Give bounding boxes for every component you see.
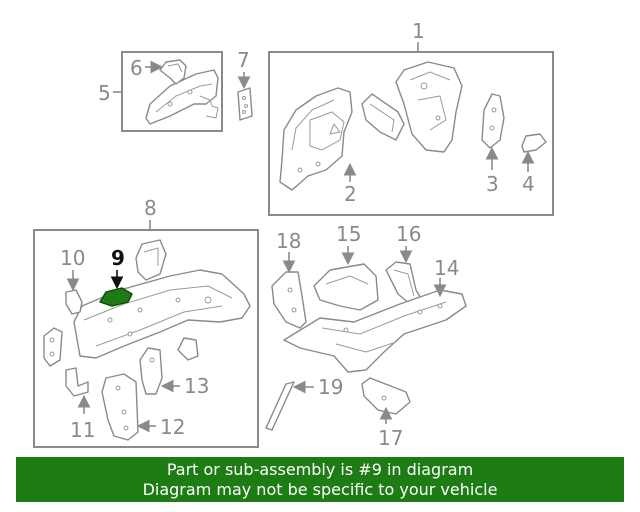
part-5-rail-extension[interactable] bbox=[145, 69, 219, 125]
part-3-reinforcement[interactable] bbox=[481, 93, 505, 149]
part-9-highlighted-bracket[interactable] bbox=[98, 287, 133, 307]
callout-13[interactable]: 13 bbox=[184, 374, 209, 398]
callout-12[interactable]: 12 bbox=[160, 415, 185, 439]
part-15-bracket[interactable] bbox=[313, 263, 379, 311]
callout-9[interactable]: 9 bbox=[111, 246, 125, 270]
part-1-upper-apron[interactable] bbox=[395, 61, 463, 153]
callout-5[interactable]: 5 bbox=[98, 81, 111, 105]
callout-8[interactable]: 8 bbox=[144, 196, 157, 220]
callout-11[interactable]: 11 bbox=[70, 418, 95, 442]
callout-10[interactable]: 10 bbox=[60, 246, 85, 270]
callout-17[interactable]: 17 bbox=[378, 426, 403, 450]
part-19-brace[interactable] bbox=[265, 381, 295, 431]
part-1-center-panel[interactable] bbox=[361, 93, 405, 141]
part-16-bracket[interactable] bbox=[385, 261, 423, 305]
callout-4[interactable]: 4 bbox=[522, 172, 535, 196]
callout-7[interactable]: 7 bbox=[237, 48, 250, 72]
part-13-bracket[interactable] bbox=[139, 347, 163, 395]
part-10-bracket[interactable] bbox=[65, 289, 83, 315]
part-4-bracket[interactable] bbox=[521, 133, 547, 153]
part-8-side-plate[interactable] bbox=[43, 327, 63, 367]
notice-banner: Part or sub-assembly is #9 in diagram Di… bbox=[16, 457, 624, 502]
part-17-bracket[interactable] bbox=[361, 377, 411, 415]
part-7-plate[interactable] bbox=[237, 87, 253, 121]
part-12-reinforcement[interactable] bbox=[101, 373, 139, 441]
part-6-bracket[interactable] bbox=[159, 59, 187, 85]
part-8-frame-rail[interactable] bbox=[73, 269, 251, 359]
group-box-8 bbox=[33, 229, 259, 448]
callout-15[interactable]: 15 bbox=[336, 222, 361, 246]
callout-18[interactable]: 18 bbox=[276, 229, 301, 253]
callout-3[interactable]: 3 bbox=[486, 172, 499, 196]
callout-6[interactable]: 6 bbox=[130, 56, 143, 80]
part-11-bracket[interactable] bbox=[65, 367, 89, 397]
group-box-1 bbox=[268, 51, 554, 216]
banner-line-1: Part or sub-assembly is #9 in diagram bbox=[166, 460, 474, 479]
banner-line-2: Diagram may not be specific to your vehi… bbox=[142, 480, 498, 499]
callout-16[interactable]: 16 bbox=[396, 222, 421, 246]
callout-2[interactable]: 2 bbox=[344, 182, 357, 206]
part-8-small-bracket[interactable] bbox=[177, 337, 199, 361]
part-2-wheelhouse[interactable] bbox=[279, 87, 353, 191]
part-8-upper-bracket[interactable] bbox=[135, 239, 167, 281]
part-18-panel[interactable] bbox=[271, 271, 307, 329]
callout-1[interactable]: 1 bbox=[412, 19, 425, 43]
callout-14[interactable]: 14 bbox=[434, 256, 459, 280]
part-14-frame-rail[interactable] bbox=[283, 289, 467, 373]
callout-19[interactable]: 19 bbox=[318, 375, 343, 399]
